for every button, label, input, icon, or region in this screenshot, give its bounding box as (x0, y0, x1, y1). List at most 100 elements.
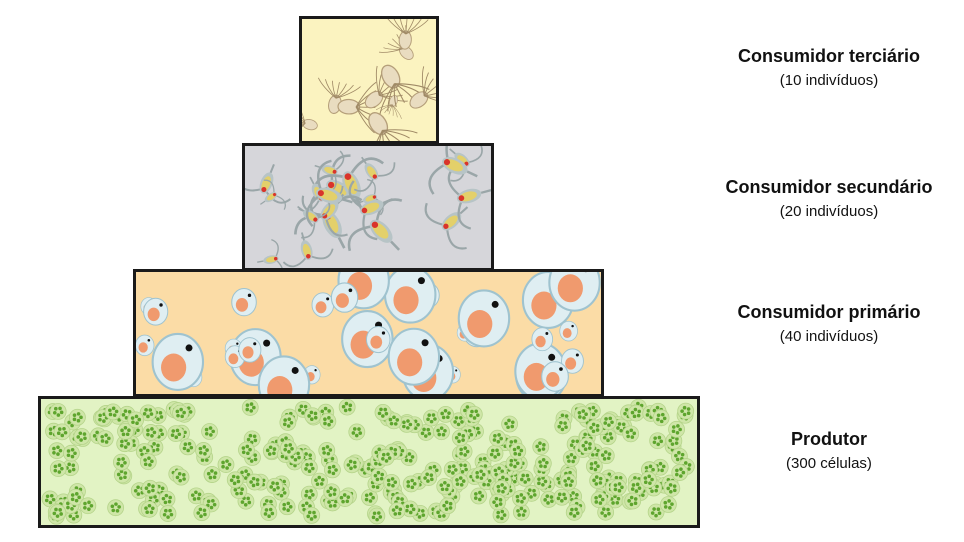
producer-cell (172, 468, 190, 486)
producer-cell (663, 479, 681, 497)
producer-cell (63, 444, 80, 462)
producer-cell (589, 472, 607, 489)
producer-cell (590, 491, 608, 509)
primary-consumer-organism (311, 292, 335, 318)
producer-cell (266, 477, 284, 495)
producer-cell (140, 500, 158, 518)
producer-cell (668, 420, 685, 438)
secondary-consumer-organism (260, 179, 286, 210)
secondary-consumer-organism (353, 156, 396, 192)
pyramid-level-secondary-consumer (242, 143, 494, 271)
primary-consumer-organism (231, 287, 257, 317)
producer-cell (627, 479, 645, 496)
producer-cell (436, 477, 454, 495)
producer-cell (659, 496, 677, 513)
primary-consumer-organism (257, 355, 311, 394)
producer-cell (246, 473, 264, 491)
producer-cell (554, 417, 572, 435)
producer-cell (117, 422, 134, 440)
producer-cell (443, 461, 461, 478)
producer-cell (319, 412, 337, 430)
producer-cell (241, 399, 259, 416)
label-secondary-consumer: Consumidor secundário (20 indivíduos) (699, 176, 959, 223)
producer-cell (343, 456, 361, 474)
primary-consumer-organism (541, 361, 569, 392)
producer-cell (465, 405, 483, 423)
producer-cell (300, 459, 318, 476)
producer-cell (512, 490, 529, 507)
producer-cell (489, 493, 507, 511)
producer-cell (226, 471, 244, 489)
secondary-consumer-organism (257, 238, 284, 268)
producer-cell (368, 507, 386, 525)
producer-cell (323, 483, 341, 501)
secondary-consumer-organism (347, 198, 403, 252)
primary-consumer-organism (330, 282, 359, 313)
primary-consumer-organism (559, 320, 578, 342)
producer-cell (278, 498, 296, 516)
producer-cell (402, 475, 420, 493)
producer-cell (49, 403, 67, 420)
primary-consumer-organism (136, 334, 155, 357)
producer-cell (338, 399, 356, 416)
producer-cell (383, 473, 401, 491)
secondary-consumer-illustration (245, 146, 491, 268)
producer-cell (597, 447, 615, 465)
producer-cell (486, 444, 504, 462)
producer-cell (280, 439, 297, 457)
producer-cell (318, 442, 336, 459)
primary-consumer-illustration (136, 272, 601, 394)
producer-cell (201, 423, 218, 440)
level-count: (10 indivíduos) (779, 72, 879, 89)
producer-cell (516, 469, 534, 487)
producer-cell (73, 428, 91, 445)
producer-cell (167, 425, 185, 443)
producer-cell (141, 479, 159, 497)
secondary-consumer-organism (305, 159, 353, 228)
producer-cell (647, 503, 665, 521)
producer-cell (96, 430, 114, 448)
producer-cell (49, 460, 67, 477)
producer-cell (578, 437, 596, 455)
producer-cell (336, 490, 354, 507)
secondary-consumer-organism (282, 232, 334, 268)
producer-cell (53, 423, 71, 441)
producer-cell (553, 488, 571, 506)
producer-cell (104, 403, 122, 421)
producer-cell (565, 503, 583, 521)
producer-cell (279, 414, 297, 431)
producer-cell (142, 424, 160, 441)
producer-cell (217, 456, 235, 473)
label-tertiary-consumer: Consumidor terciário (10 indivíduos) (699, 45, 959, 92)
level-count: (40 indivíduos) (779, 328, 879, 345)
producer-cell (574, 406, 591, 423)
secondary-consumer-organism (424, 202, 469, 250)
tertiary-consumer-organism (385, 19, 429, 50)
producer-cell (600, 413, 617, 430)
producer-cell (420, 469, 438, 486)
producer-cell (586, 419, 604, 437)
producer-cell (388, 502, 406, 520)
level-title: Consumidor terciário (737, 46, 921, 66)
producer-cell (203, 466, 221, 483)
producer-cell (311, 472, 328, 490)
level-title: Produtor (791, 429, 867, 449)
tertiary-consumer-organism (364, 65, 408, 109)
producer-cell (532, 438, 550, 456)
producer-illustration (41, 399, 695, 525)
pyramid-level-tertiary-consumer (299, 16, 439, 144)
primary-consumer-organism (383, 272, 437, 324)
primary-consumer-organism (143, 297, 169, 326)
producer-cell (260, 504, 278, 522)
tertiary-consumer-organism (379, 64, 430, 116)
producer-cell (451, 429, 469, 447)
primary-consumer-organism (531, 327, 554, 352)
producer-cell (370, 467, 388, 485)
tertiary-consumer-organism (368, 112, 418, 141)
producer-cell (437, 405, 455, 423)
producer-cell (79, 497, 97, 515)
tertiary-consumer-organism (302, 102, 318, 138)
producer-cell (324, 461, 341, 479)
producer-cell (534, 455, 552, 472)
producer-cell (433, 423, 450, 441)
